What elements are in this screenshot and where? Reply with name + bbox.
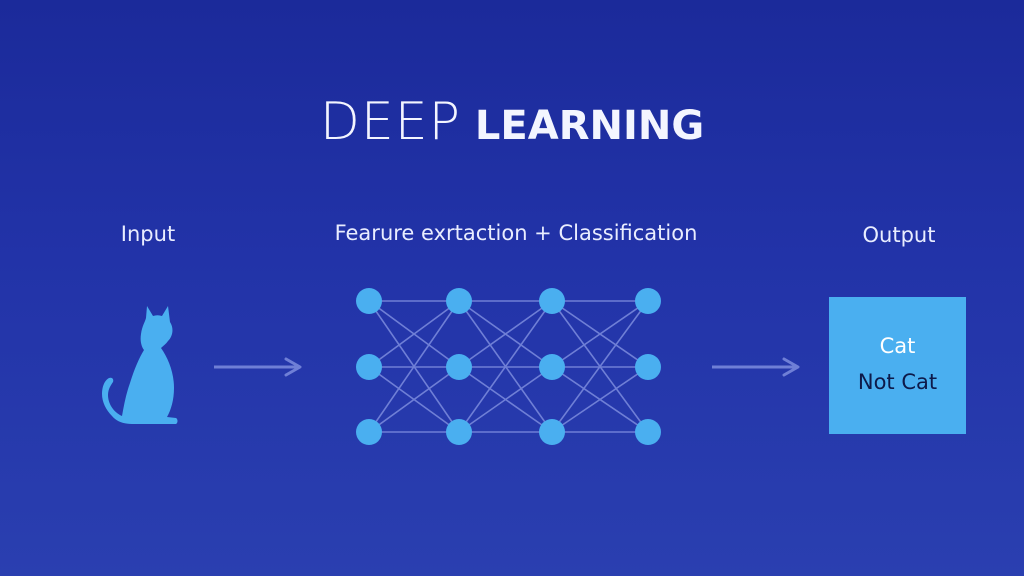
network-edge [368, 366, 460, 433]
network-node [356, 419, 382, 445]
input-label: Input [120, 222, 176, 246]
network-edge [458, 300, 553, 368]
network-node [539, 354, 565, 380]
title-deep: DEEP [319, 92, 461, 152]
network-node [356, 354, 382, 380]
arrow-right-icon [214, 357, 302, 377]
network-node [446, 354, 472, 380]
page-title: DEEP LEARNING [0, 92, 1024, 152]
network-node [635, 354, 661, 380]
feature-extraction-label: Fearure exrtaction + Classification [334, 221, 698, 245]
network-edge [458, 366, 553, 433]
cat-silhouette-icon [102, 306, 178, 424]
network-edge [551, 300, 649, 433]
network-node [539, 419, 565, 445]
arrow-right-icon [712, 357, 800, 377]
title-learning: LEARNING [474, 103, 705, 149]
network-node [356, 288, 382, 314]
network-node [539, 288, 565, 314]
network-node [446, 288, 472, 314]
output-label: Output [862, 223, 936, 247]
network-node [446, 419, 472, 445]
network-edge [458, 300, 553, 433]
output-box: Cat Not Cat [829, 297, 966, 434]
output-not-cat-label: Not Cat [857, 370, 938, 394]
neural-network-diagram [356, 288, 661, 445]
network-edge [368, 300, 460, 368]
network-edge [368, 300, 460, 433]
output-cat-label: Cat [879, 334, 916, 358]
network-edge [551, 300, 649, 368]
network-node [635, 419, 661, 445]
network-node [635, 288, 661, 314]
network-edge [551, 366, 649, 433]
